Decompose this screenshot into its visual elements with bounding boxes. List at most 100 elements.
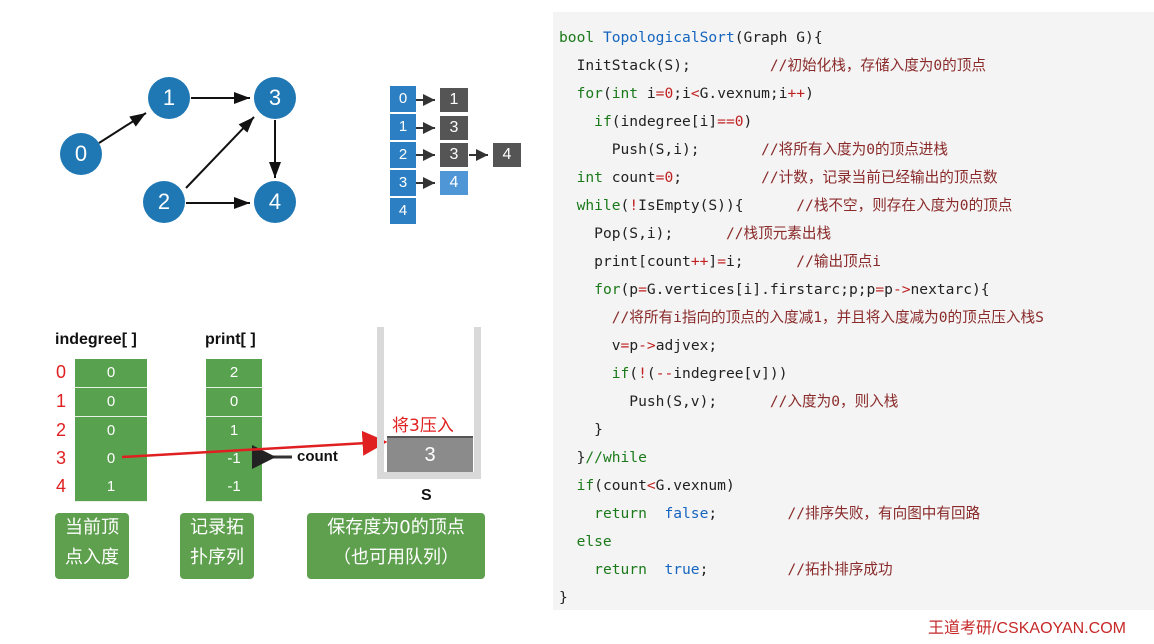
adjacency-head-3: 3 [390, 170, 416, 197]
code-token: true [664, 561, 700, 578]
code-panel: bool TopologicalSort(Graph G){ InitStack… [553, 12, 1154, 610]
stack-caption: 保存度为0的顶点 （也可用队列） [307, 513, 485, 579]
indegree-caption-line2: 点入度 [65, 547, 119, 568]
indegree-caption: 当前顶 点入度 [55, 513, 129, 579]
indegree-index-2: 2 [56, 420, 67, 440]
print-cell-1: 0 [206, 388, 262, 417]
stack-left-wall [377, 327, 384, 479]
indegree-cell-2: 0 [75, 417, 147, 446]
code-comment: //入度为0，则入栈 [769, 393, 899, 410]
indegree-index-1: 1 [56, 391, 67, 411]
code-token: Push(S,i); [611, 141, 700, 158]
code-token: -- [655, 365, 674, 382]
code-token: ! [638, 365, 647, 382]
code-token: false [664, 505, 709, 522]
footer-brand: 王道考研/CSKAOYAN.COM [928, 620, 1126, 637]
code-token: adjvex; [655, 337, 718, 354]
code-token: G.vexnum) [655, 477, 735, 494]
code-token: (indegree[i] [611, 113, 718, 130]
graph-node-4: 4 [254, 181, 296, 223]
code-token: print[count [594, 253, 691, 270]
code-token: p [884, 281, 893, 298]
code-token: < [646, 477, 656, 494]
code-token: ++ [787, 85, 806, 102]
edge-2-3 [185, 116, 255, 189]
print-caption-line1: 记录拓 [190, 517, 244, 538]
print-caption-line2: 扑序列 [190, 547, 244, 568]
code-token: nextarc){ [910, 281, 990, 298]
indegree-title: indegree[ ] [55, 331, 137, 348]
stack-name: S [421, 487, 432, 504]
print-cell-4: -1 [206, 473, 262, 502]
indegree-index-4: 4 [56, 476, 67, 496]
adjacency-node-1-0: 3 [440, 116, 468, 140]
code-token: i [638, 85, 656, 102]
code-token: 0 [664, 85, 674, 102]
code-token: ! [629, 197, 639, 214]
stack-push-label: 将3压入 [392, 416, 454, 436]
code-comment: //计数，记录当前已经输出的顶点数 [761, 169, 998, 186]
adjacency-head-4: 4 [390, 198, 416, 225]
code-token: ; [699, 561, 709, 578]
print-title: print[ ] [205, 331, 256, 348]
code-token: 0 [664, 169, 674, 186]
code-token: count [602, 169, 656, 186]
code-token: ) [805, 85, 814, 102]
indegree-cell-4: 1 [75, 473, 147, 502]
code-token: G.vertices[i].firstarc;p;p [646, 281, 876, 298]
indegree-cell-1: 0 [75, 388, 147, 417]
code-token: v [611, 337, 621, 354]
stack-bottom [377, 472, 481, 479]
code-comment: //栈顶元素出栈 [725, 225, 832, 242]
print-cell-0: 2 [206, 359, 262, 388]
indegree-caption-line1: 当前顶 [65, 517, 119, 538]
code-token: -> [638, 337, 656, 354]
code-token: ++ [690, 253, 709, 270]
code-token: == [717, 113, 735, 130]
code-token: < [690, 85, 700, 102]
code-token: } [559, 589, 568, 606]
code-token: = [875, 281, 885, 298]
code-token: return [594, 561, 647, 578]
code-token: int [576, 169, 603, 186]
code-token: ( [602, 85, 612, 102]
code-token: i; [725, 253, 744, 270]
stack-caption-line2: （也可用队列） [333, 547, 459, 568]
code-token: = [717, 253, 726, 270]
adjacency-node-3-0: 4 [440, 171, 468, 195]
code-token: (p [620, 281, 639, 298]
stack-right-wall [474, 327, 481, 479]
code-token: = [638, 281, 647, 298]
push-arrow [121, 430, 388, 459]
code-token: ( [629, 365, 639, 382]
code-token: IsEmpty(S)){ [638, 197, 744, 214]
code-token: indegree[v])) [673, 365, 788, 382]
code-token: ; [673, 169, 683, 186]
code-comment: //排序失败，有向图中有回路 [787, 505, 981, 522]
code-comment: //将所有入度为0的顶点进栈 [761, 141, 949, 158]
code-token: (Graph G){ [734, 29, 823, 46]
adjacency-head-0: 0 [390, 86, 416, 113]
code-token: InitStack(S); [559, 57, 691, 74]
code-token: G.vexnum;i [699, 85, 788, 102]
code-token: ;i [673, 85, 691, 102]
code-token: Pop(S,i); [594, 225, 674, 242]
code-token: } [576, 449, 586, 466]
adjacency-node-2-1: 4 [493, 143, 521, 167]
code-token: for [594, 281, 621, 298]
code-token: if [594, 113, 612, 130]
code-token: p [629, 337, 639, 354]
print-caption: 记录拓 扑序列 [180, 513, 254, 579]
code-function-name: TopologicalSort [602, 29, 735, 46]
indegree-index-3: 3 [56, 448, 67, 468]
print-cell-2: 1 [206, 417, 262, 446]
code-comment: //栈不空，则存在入度为0的顶点 [796, 197, 1013, 214]
count-label: count [297, 448, 338, 465]
code-comment: //输出顶点i [796, 253, 882, 270]
stack-caption-line1: 保存度为0的顶点 [327, 517, 465, 538]
graph-node-0: 0 [60, 133, 102, 175]
code-block: bool TopologicalSort(Graph G){ InitStack… [559, 24, 1044, 612]
code-token: = [655, 169, 665, 186]
indegree-index-0: 0 [56, 362, 67, 382]
adjacency-head-2: 2 [390, 142, 416, 169]
